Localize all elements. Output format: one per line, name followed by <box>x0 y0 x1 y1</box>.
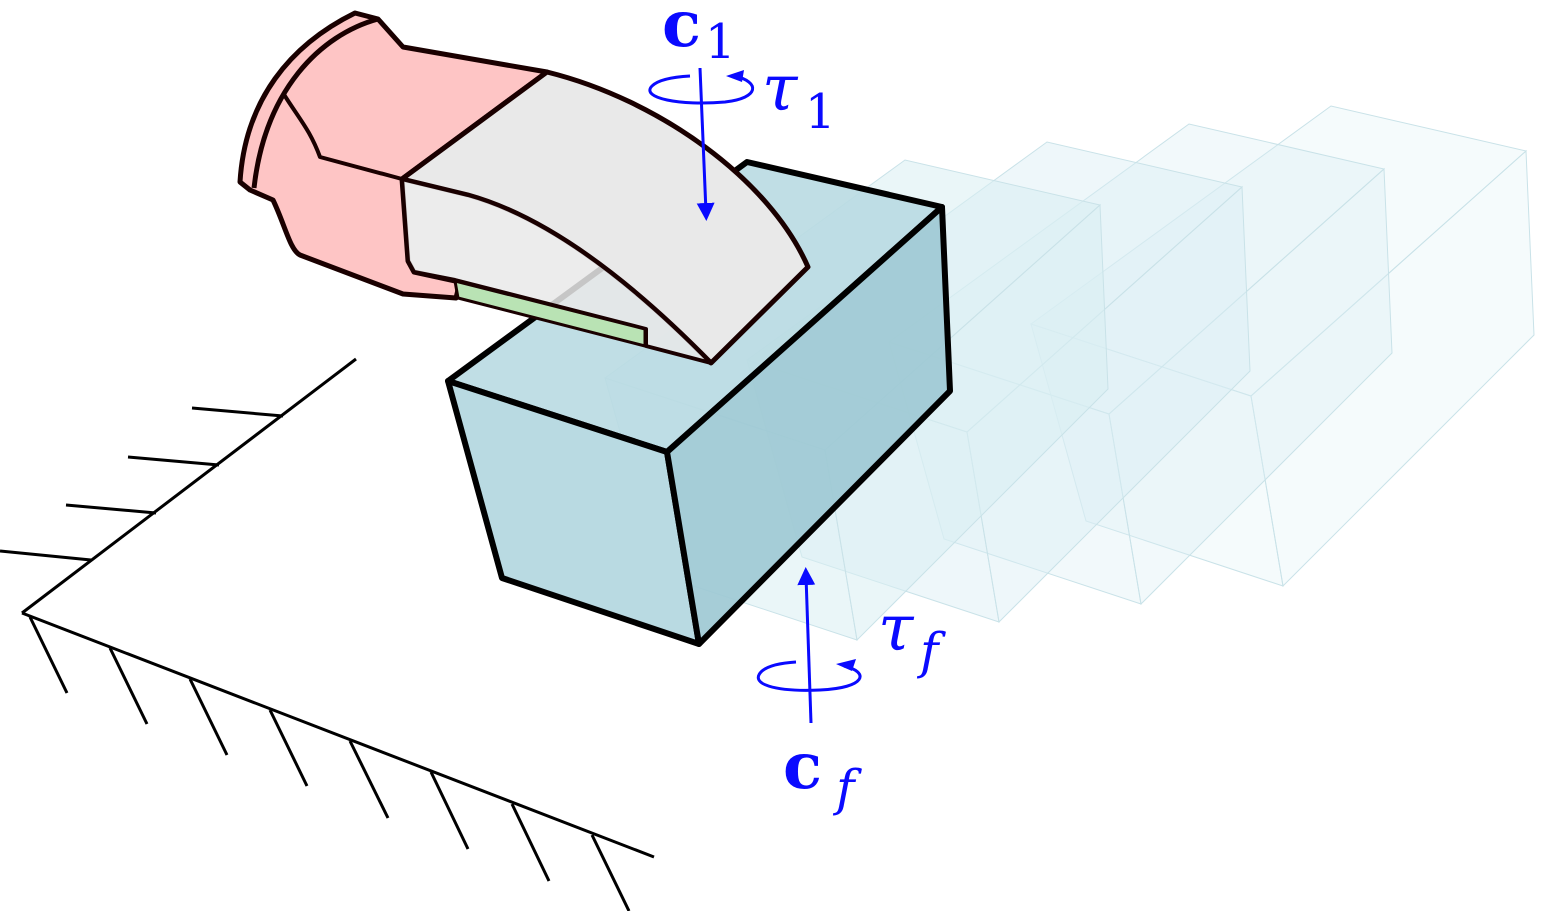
label-tauf-sub: f <box>916 622 946 680</box>
ground-edge-front <box>21 611 655 859</box>
label-c1-main: c <box>662 0 701 62</box>
finger-skin-fold <box>251 16 379 189</box>
label-tau1-main: τ <box>762 52 799 126</box>
ghost-box-right <box>824 203 1109 642</box>
ground-edge-back <box>21 357 357 615</box>
torque-1-arrowhead-icon <box>726 70 744 82</box>
torque-f-arc-icon <box>756 660 862 692</box>
box-right-face <box>664 204 953 647</box>
ghost-box-right <box>966 185 1251 624</box>
contact-f-frame <box>756 567 862 724</box>
label-tau1-sub: 1 <box>805 84 836 140</box>
finger-skin-crease <box>281 91 403 181</box>
ground-hatch-front <box>28 616 631 911</box>
label-tauf-main: τ <box>878 592 915 666</box>
ghost-box-right <box>1250 149 1535 588</box>
finger-skin <box>237 10 550 301</box>
fingertip <box>237 10 811 366</box>
label-cf: c f <box>783 729 862 817</box>
label-cf-main: c <box>783 729 822 804</box>
torque-1-arc-icon <box>648 74 755 105</box>
label-tau1: τ 1 <box>762 52 836 140</box>
ground-plane <box>0 357 655 911</box>
contact-pad <box>453 279 647 348</box>
torque-f-arrowhead-icon <box>836 659 856 671</box>
label-cf-sub: f <box>832 759 862 817</box>
contact-f-arrow <box>797 567 816 724</box>
label-c1: c 1 <box>662 0 736 70</box>
contact-1-arrow <box>696 67 715 221</box>
contact-1-frame <box>648 67 755 221</box>
ghost-box-right <box>1108 167 1393 606</box>
label-c1-sub: 1 <box>705 14 736 70</box>
label-tauf: τ f <box>878 592 946 680</box>
ground-hatch-back <box>0 406 284 562</box>
